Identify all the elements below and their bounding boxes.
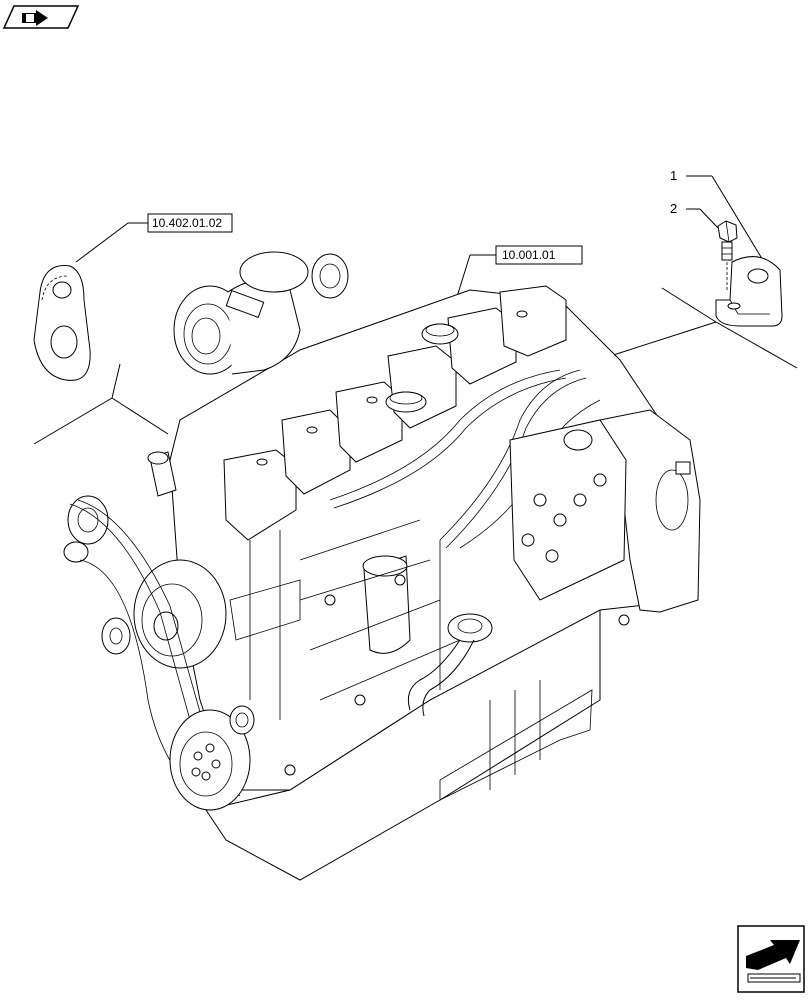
reference-center-text: 10.001.01	[502, 248, 556, 262]
reference-box-center[interactable]: 10.001.01	[455, 245, 583, 301]
attachment-lines	[33, 287, 798, 445]
reference-box-left[interactable]: 10.402.01.02	[75, 213, 233, 263]
callout-1-text: 1	[670, 168, 677, 183]
exhaust-gasket	[33, 265, 91, 381]
callout-1: 1	[670, 168, 765, 263]
engine-illustration	[63, 251, 701, 881]
bolt-part	[717, 220, 738, 292]
bracket-part	[715, 256, 783, 327]
book-arrow-icon[interactable]	[2, 5, 80, 29]
callout-2-text: 2	[670, 201, 677, 216]
callout-2: 2	[670, 201, 719, 229]
reference-left-text: 10.402.01.02	[152, 216, 222, 230]
next-page-arrow-icon[interactable]	[737, 925, 805, 993]
